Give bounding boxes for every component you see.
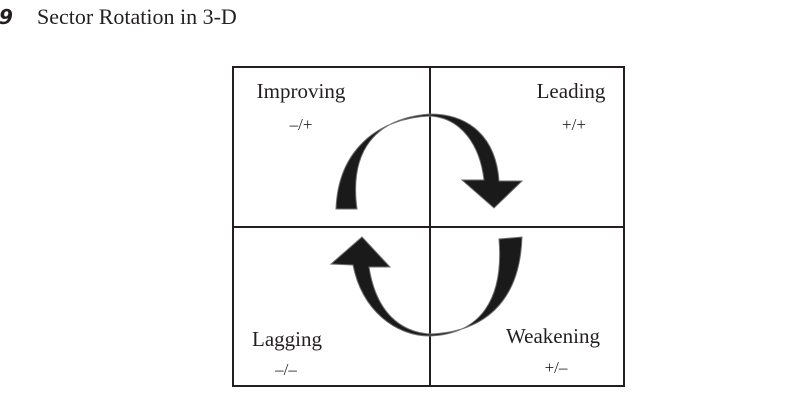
figure-title: Sector Rotation in 3-D	[37, 4, 237, 29]
quadrant-improving-sign: –/+	[289, 115, 313, 134]
quadrant-lagging-sign: –/–	[274, 360, 297, 379]
arrow-weakening-to-lagging	[329, 236, 523, 337]
figure-number: 9	[0, 5, 13, 29]
quadrant-weakening-sign: +/–	[545, 358, 568, 377]
quadrant-weakening-label: Weakening	[506, 324, 600, 348]
quadrant-leading-label: Leading	[537, 79, 606, 103]
quadrant-lagging-label: Lagging	[252, 327, 322, 351]
arrow-improving-to-leading	[335, 113, 524, 210]
quadrant-leading-sign: +/+	[562, 115, 586, 134]
quadrant-improving-label: Improving	[257, 79, 346, 103]
